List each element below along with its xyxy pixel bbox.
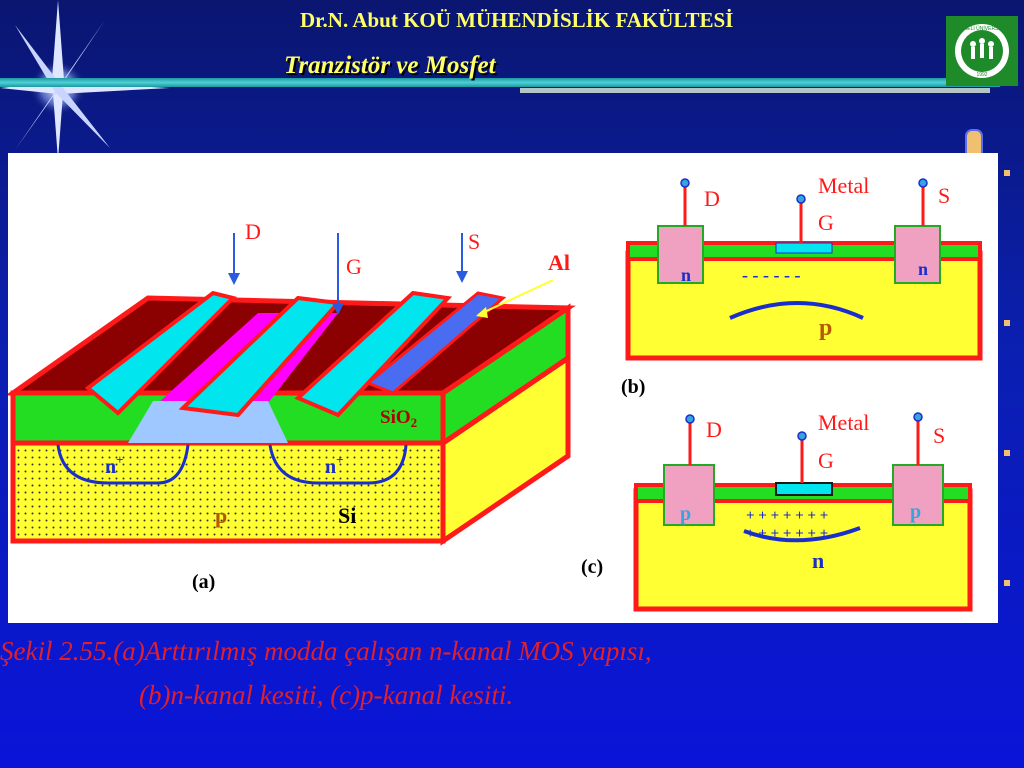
university-logo: KOCAELİ ÜNİVERSİTESİ 1992	[946, 16, 1018, 86]
label-c-S: S	[933, 423, 945, 448]
label-a-Al: Al	[548, 250, 570, 275]
b-drain-contact	[657, 225, 704, 284]
header-stripe	[0, 78, 1000, 87]
label-sio2: SiO2	[380, 407, 417, 430]
logo-text: KOCAELİ ÜNİVERSİTESİ	[953, 25, 1011, 32]
drain-electrode	[84, 290, 237, 416]
label-b-n-left: n	[681, 265, 691, 285]
label-b-metal: Metal	[818, 173, 869, 198]
label-c-G: G	[818, 448, 834, 473]
aluminum-strip	[365, 291, 507, 395]
figure-caption-line1: Şekil 2.55.(a)Arttırılmış modda çalışan …	[0, 636, 652, 666]
page-header-title: Dr.N. Abut KOÜ MÜHENDİSLİK FAKÜLTESİ	[300, 8, 734, 32]
label-b-D: D	[704, 186, 720, 211]
label-a-S: S	[468, 229, 480, 254]
label-c: (c)	[581, 556, 603, 578]
label-c-metal: Metal	[818, 410, 869, 435]
b-source-contact	[894, 225, 941, 284]
label-a-p: p	[215, 503, 227, 528]
label-b-charges: - - - - - -	[742, 265, 800, 285]
label-c-D: D	[706, 417, 722, 442]
diagram-b: D Metal G S n n - - - - - - p (b)	[621, 173, 983, 398]
figure-caption-line2: (b)n-kanal kesiti, (c)p-kanal kesiti.	[139, 680, 514, 710]
c-gate-metal	[775, 482, 833, 496]
n-well-right	[268, 444, 408, 485]
label-c-p-left: p	[680, 503, 691, 525]
label-c-charges-bottom: + + + + + + +	[746, 526, 828, 542]
gate-oxide	[128, 401, 288, 443]
label-a-G: G	[346, 254, 362, 279]
label-b-G: G	[818, 210, 834, 235]
diagram-c: D Metal G S p p + + + + + + + + + + + + …	[581, 410, 973, 612]
substrate-front	[10, 440, 446, 544]
n-well-left	[56, 444, 190, 485]
label-c-p-right: p	[910, 501, 921, 523]
b-gate-metal	[775, 242, 833, 254]
c-source-contact	[892, 464, 944, 526]
label-c-n: n	[812, 548, 824, 573]
source-electrode	[294, 290, 453, 418]
label-nplus-right: n+	[325, 452, 344, 478]
logo-year: 1992	[976, 72, 987, 78]
label-b-p: p	[819, 315, 832, 341]
header-stripe-gray	[520, 88, 990, 93]
label-a-Si: Si	[338, 503, 356, 528]
diagram-a: D G S Al SiO2 n+ n+ p Si (a)	[5, 219, 576, 593]
label-a-D: D	[245, 219, 261, 244]
label-nplus-left: n+	[105, 452, 124, 478]
figure-panel: D G S Al SiO2 n+ n+ p Si (a) D Me	[5, 153, 998, 623]
label-c-charges-top: + + + + + + +	[746, 508, 828, 524]
label-b-S: S	[938, 183, 950, 208]
label-b-n-right: n	[918, 259, 928, 279]
label-b: (b)	[621, 376, 645, 398]
page-subtitle: Tranzistör ve Mosfet	[284, 52, 496, 79]
al-arrow	[477, 279, 554, 316]
label-a: (a)	[192, 571, 215, 593]
